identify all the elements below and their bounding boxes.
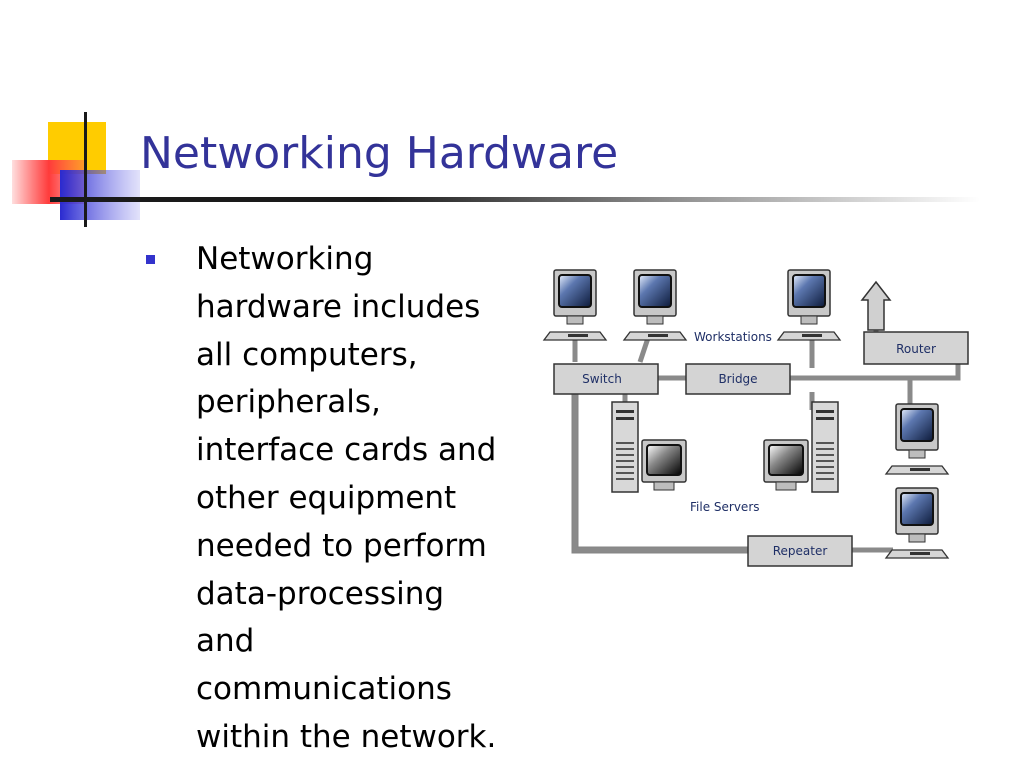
file-server-tower-2-icon: [811, 401, 839, 493]
bullet-line: hardware includes: [196, 288, 481, 325]
file-server-monitor-1-icon: [641, 439, 687, 491]
bullet-line: communications: [196, 671, 452, 708]
router-box: [863, 331, 969, 365]
label-workstations: Workstations: [694, 330, 772, 344]
file-server-monitor-2-icon: [763, 439, 809, 491]
logo-vertical-line: [84, 112, 87, 227]
file-server-tower-1-icon: [611, 401, 639, 493]
bullet-line: and: [196, 623, 255, 660]
bullet-line: interface cards and: [196, 432, 497, 469]
title-underline: [50, 197, 980, 202]
bullet-line: data-processing: [196, 575, 445, 612]
workstation-5-icon: [885, 487, 949, 559]
logo-blue-bar: [60, 170, 140, 220]
router-uplink-arrow-icon: [860, 280, 892, 331]
workstation-4-icon: [885, 403, 949, 475]
label-repeater: Repeater: [773, 544, 828, 558]
bullet-line: other equipment: [196, 479, 457, 516]
bullet-line: within the network.: [196, 718, 497, 755]
bullet-line: all computers,: [196, 336, 418, 373]
label-switch: Switch: [582, 372, 622, 386]
slide-title: Networking Hardware: [140, 128, 619, 179]
label-router: Router: [896, 342, 936, 356]
repeater-box: [747, 535, 853, 567]
bullet-text: Networking hardware includes all compute…: [196, 236, 546, 762]
bullet-line: Networking: [196, 241, 374, 277]
bullet-line: peripherals,: [196, 384, 381, 421]
workstation-1-icon: [543, 269, 607, 341]
slide-logo: [12, 112, 140, 227]
bullet-square-icon: [146, 255, 155, 264]
network-diagram: Workstations Router Switch Bridge File S…: [543, 269, 969, 567]
workstation-3-icon: [777, 269, 841, 341]
label-file-servers: File Servers: [690, 500, 760, 514]
bridge-box: [685, 363, 791, 395]
label-bridge: Bridge: [718, 372, 757, 386]
bullet-line: needed to perform: [196, 527, 487, 564]
switch-box: [553, 363, 659, 395]
workstation-2-icon: [623, 269, 687, 341]
